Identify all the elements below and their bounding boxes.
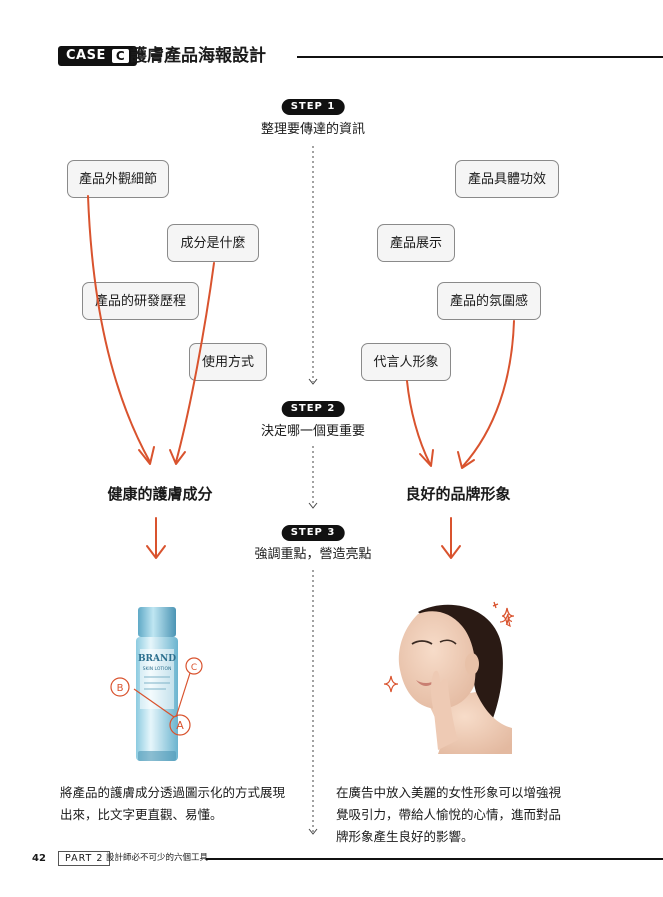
case-letter: C [111, 49, 130, 63]
step-1-badge: STEP 1 [281, 99, 345, 115]
bottle-brand: BRAND [138, 654, 176, 664]
marker-b: B [117, 683, 124, 694]
step-3-badge: STEP 3 [281, 525, 345, 541]
arrow-spokesperson [406, 380, 431, 465]
description-right: 在廣告中放入美麗的女性形象可以增強視 覺吸引力，帶給人愉悅的心情，進而對品 牌形… [336, 782, 596, 848]
result-right: 良好的品牌形象 [405, 485, 511, 503]
description-left: 將產品的護膚成分透過圖示化的方式展現 出來，比文字更直觀、易懂。 [60, 782, 310, 826]
box-appearance-details: 產品外觀細節 [67, 160, 169, 198]
lotion-bottle-image: BRAND SKIN LOTION B C A [104, 605, 214, 765]
box-ingredients: 成分是什麼 [167, 224, 259, 262]
marker-a: A [176, 719, 184, 732]
box-product-display: 產品展示 [377, 224, 455, 262]
step-2-text: 決定哪一個更重要 [260, 424, 366, 439]
footer-text: 設計師必不可少的六個工具 [106, 853, 209, 863]
page-number: 42 [32, 853, 46, 864]
footer-rule [206, 858, 663, 860]
sparkle-icon [492, 601, 515, 625]
arrow-appearance [87, 195, 151, 463]
step-2-badge: STEP 2 [281, 401, 345, 417]
step-1-text: 整理要傳達的資訊 [260, 122, 366, 137]
step-3-text: 強調重點，營造亮點 [254, 547, 372, 562]
case-label: CASE [66, 48, 106, 63]
page-title: 護膚產品海報設計 [130, 46, 266, 66]
box-spokesperson-image: 代言人形象 [361, 343, 451, 381]
part-tag: PART 2 [58, 851, 111, 866]
marker-c: C [191, 663, 197, 673]
box-product-effects: 產品具體功效 [455, 160, 559, 198]
description-left-line-1: 將產品的護膚成分透過圖示化的方式展現 [60, 785, 286, 800]
description-right-line-2: 覺吸引力，帶給人愉悅的心情，進而對品 [336, 807, 562, 822]
header-rule [297, 56, 663, 58]
case-tag: CASE C [58, 46, 138, 66]
description-right-line-1: 在廣告中放入美麗的女性形象可以增強視 [336, 785, 562, 800]
box-product-ambience: 產品的氛圍感 [437, 282, 541, 320]
description-left-line-2: 出來，比文字更直觀、易懂。 [60, 807, 223, 822]
arrow-ambience [462, 320, 515, 467]
description-right-line-3: 牌形象產生良好的影響。 [336, 829, 474, 844]
bottle-subtitle: SKIN LOTION [143, 666, 172, 672]
box-usage: 使用方式 [189, 343, 267, 381]
woman-face-image [378, 600, 517, 754]
box-rd-history: 產品的研發歷程 [82, 282, 199, 320]
result-left: 健康的護膚成分 [107, 485, 213, 503]
arrow-ingredients [175, 262, 215, 463]
